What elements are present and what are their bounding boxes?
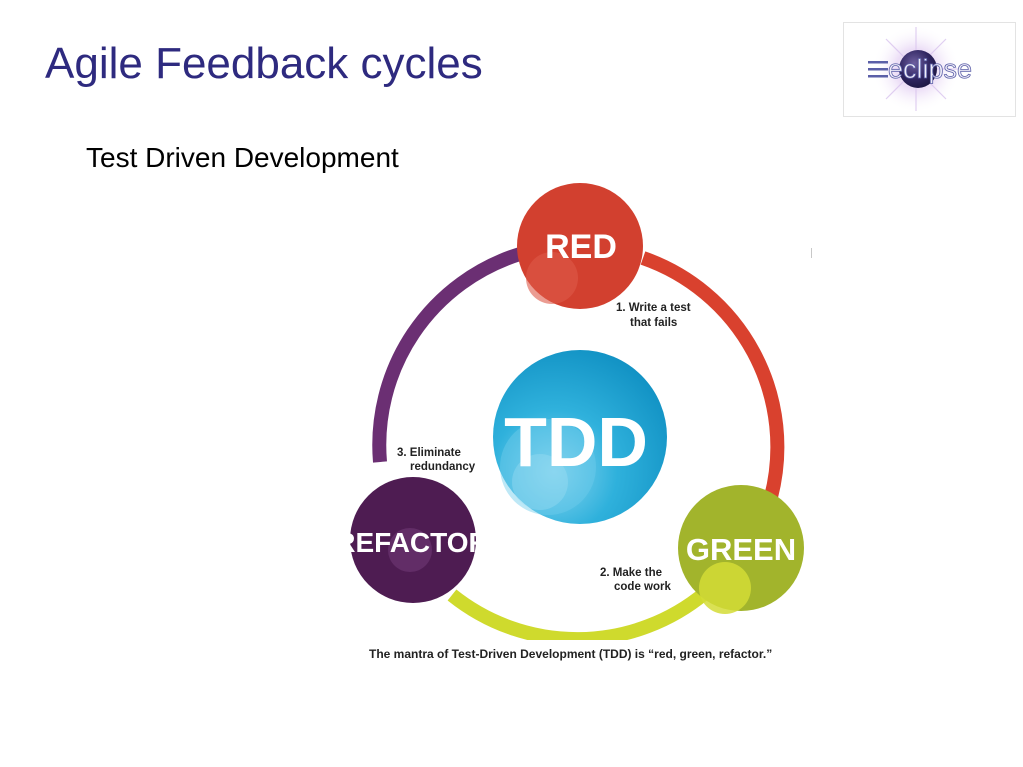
step-1-line-1: 1. Write a test xyxy=(616,302,691,314)
step-3-line-1: 3. Eliminate xyxy=(397,447,461,459)
eclipse-logo: eclipse xyxy=(843,22,1016,117)
slide-subtitle: Test Driven Development xyxy=(86,142,399,173)
step-3-line-2: redundancy xyxy=(410,461,476,473)
arc-red xyxy=(640,251,785,499)
tdd-center: TDD xyxy=(493,350,667,524)
diagram-caption: The mantra of Test-Driven Development (T… xyxy=(369,647,773,661)
tdd-cycle-diagram: TDD RED GREEN REFACTOR 1. Write a test t… xyxy=(335,170,810,647)
slide-title: Agile Feedback cycles xyxy=(45,39,483,88)
tdd-center-label: TDD xyxy=(504,403,648,481)
slide-tick-mark xyxy=(811,248,812,258)
stage-refactor-label: REFACTOR xyxy=(340,527,489,558)
step-2-line-1: 2. Make the xyxy=(600,567,662,579)
arc-purple xyxy=(372,247,523,463)
stage-green: GREEN xyxy=(678,485,804,614)
stage-red: RED xyxy=(517,183,643,309)
arc-green xyxy=(447,587,710,647)
stage-green-label: GREEN xyxy=(686,532,796,567)
logo-text: eclipse xyxy=(888,54,972,84)
step-2-line-2: code work xyxy=(614,581,671,593)
eclipse-logo-graphic: eclipse xyxy=(868,25,972,113)
step-1-line-2: that fails xyxy=(630,317,677,329)
stage-refactor: REFACTOR xyxy=(335,477,489,603)
stage-red-label: RED xyxy=(545,228,617,266)
